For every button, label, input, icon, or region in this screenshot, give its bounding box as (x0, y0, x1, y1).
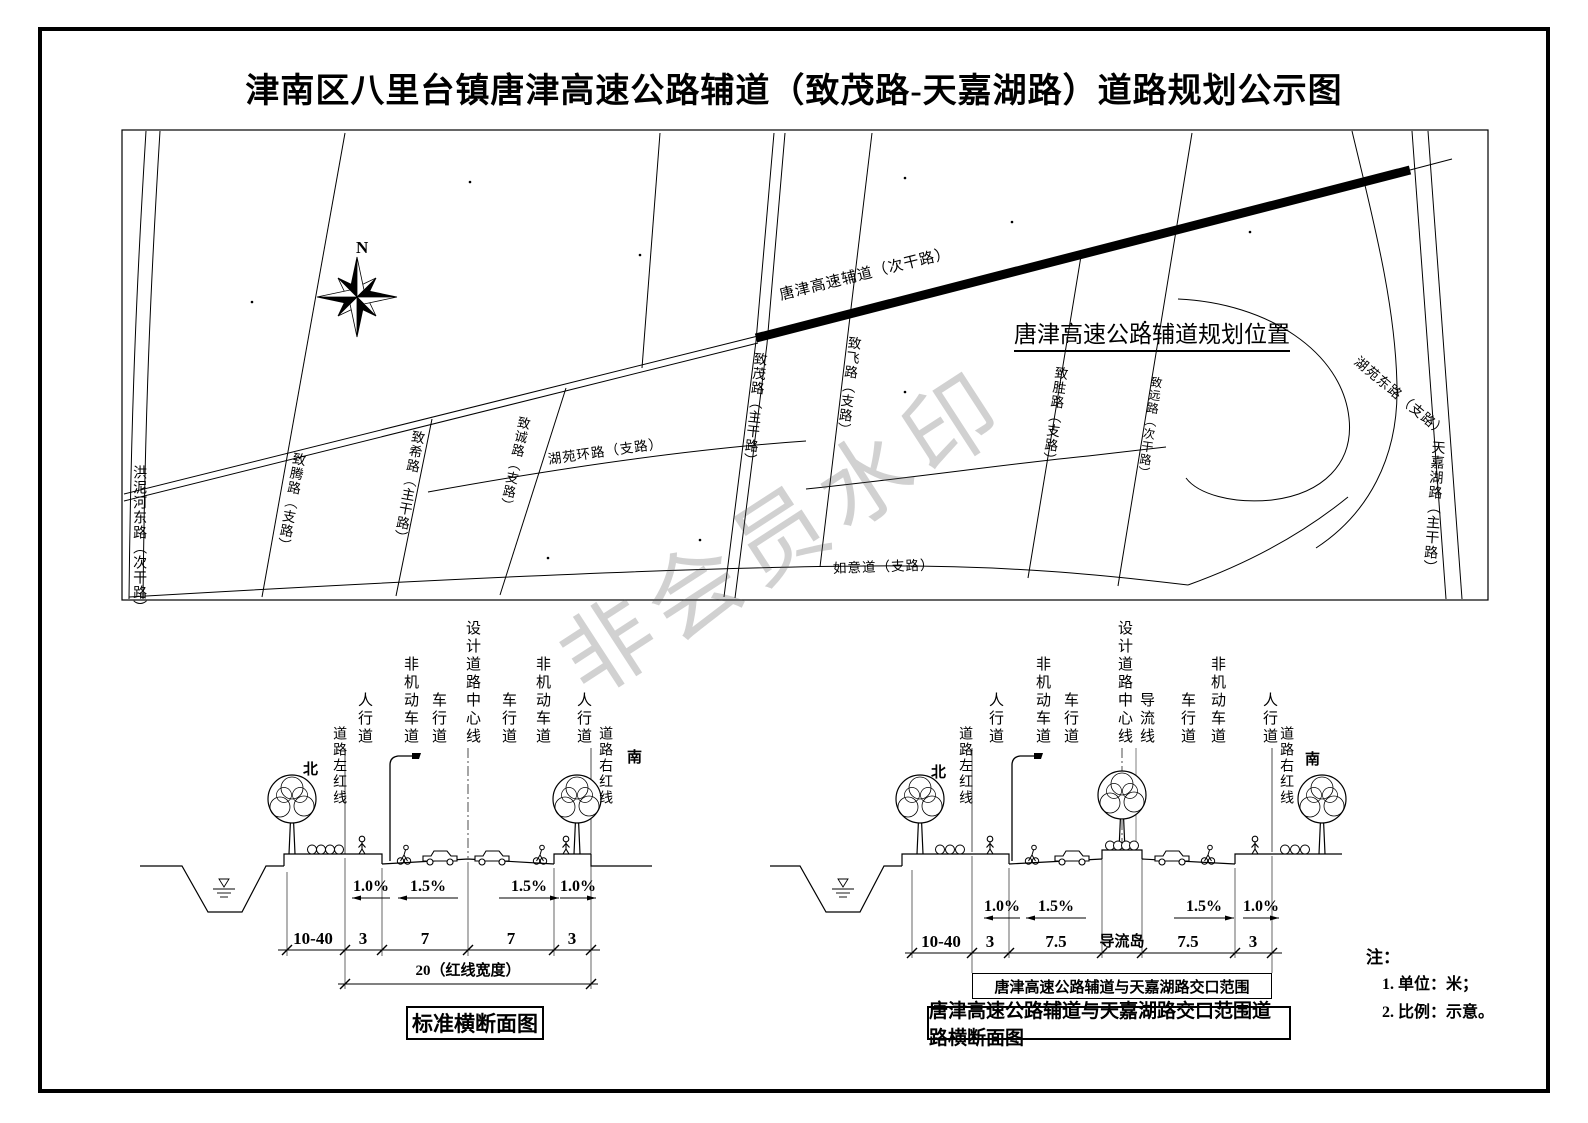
slope-value: 1.5% (410, 878, 446, 895)
dim-value: 10-40 (293, 929, 333, 948)
dim-value: 10-40 (921, 932, 961, 951)
planned-road-highlight (754, 165, 1412, 343)
red-line-right-label: 道路右红线 (597, 726, 613, 806)
lane-label-sidewalk-left: 人行道 (356, 692, 372, 746)
pedestrian-icon (357, 835, 367, 855)
compass-north-label: N (356, 238, 369, 257)
lane-label-carriage-right: 车行道 (500, 692, 516, 746)
dimension-line (278, 944, 600, 990)
slope-value: 1.5% (511, 878, 547, 895)
water-level-icon (212, 878, 236, 898)
cyclist-icon (1024, 844, 1040, 865)
pedestrian-icon (1250, 835, 1260, 855)
tree-icon (895, 774, 945, 855)
map-speckles (250, 176, 1252, 560)
south-label: 南 (1305, 752, 1321, 768)
south-label: 南 (627, 750, 643, 766)
intersection-section-caption: 唐津高速公路辅道与天嘉湖路交口范围道路横断面图 (927, 1001, 1291, 1049)
pedestrian-icon (985, 835, 995, 855)
planned-position-annotation: 唐津高速公路辅道规划位置 (1014, 322, 1290, 353)
water-level-icon (831, 878, 855, 898)
dimension-line (905, 947, 1282, 959)
slope-value: 1.0% (560, 878, 596, 895)
lane-label-carriage-left: 车行道 (430, 692, 446, 746)
intersection-range-label: 唐津高速公路辅道与天嘉湖路交口范围 (972, 973, 1272, 999)
dim-value: 3 (358, 929, 368, 948)
intersection-section-drawing (770, 748, 1347, 973)
sheet-border (38, 27, 1550, 1093)
intersection-lane-labels: 人行道 非机动车道 车行道 设计道路中心线 导流线 车行道 非机动车道 人行道 (968, 598, 1288, 746)
car-icon (1154, 850, 1190, 866)
tree-icon (552, 774, 602, 855)
dim-value: 3 (567, 929, 577, 948)
page-title: 津南区八里台镇唐津高速公路辅道（致茂路-天嘉湖路）道路规划公示图 (245, 73, 1343, 110)
slope-value: 1.5% (1186, 898, 1222, 915)
lane-label-sidewalk-right: 人行道 (575, 692, 591, 746)
red-line-left-label: 道路左红线 (331, 726, 347, 806)
cyclist-icon (532, 844, 548, 865)
dim-value: 3 (985, 932, 995, 951)
dim-value: 7.5 (1177, 932, 1199, 951)
slope-value: 1.0% (353, 878, 389, 895)
red-line-left-label: 道路左红线 (957, 726, 973, 806)
car-icon (474, 850, 510, 866)
lane-label-bike-left: 非机动车道 (402, 656, 418, 746)
lane-label-center-line: 设计道路中心线 (1116, 620, 1132, 746)
cyclist-icon (396, 844, 412, 865)
lane-label-bike-right: 非机动车道 (534, 656, 550, 746)
dim-value: 7 (506, 929, 516, 948)
compass-rose-icon (316, 256, 398, 338)
island-label: 导流岛 (1099, 934, 1145, 950)
lane-label-carriage-right: 车行道 (1179, 692, 1195, 746)
cyclist-icon (1200, 844, 1216, 865)
slope-value: 1.5% (1038, 898, 1074, 915)
lane-label-sidewalk-right: 人行道 (1261, 692, 1277, 746)
note-item: 2. 比例：示意。 (1382, 1004, 1495, 1021)
dim-value: 7 (420, 929, 430, 948)
street-lamp-icon (1011, 752, 1044, 862)
notes-heading: 注： (1366, 948, 1400, 967)
car-icon (422, 850, 458, 866)
lane-label-sidewalk-left: 人行道 (987, 692, 1003, 746)
dim-value: 7.5 (1045, 932, 1067, 951)
map-frame (121, 129, 1489, 601)
north-label: 北 (303, 762, 319, 778)
map-area (121, 129, 1489, 601)
slope-value: 1.0% (1243, 898, 1279, 915)
standard-lane-labels: 人行道 非机动车道 车行道 设计道路中心线 车行道 非机动车道 人行道 (330, 598, 610, 746)
note-item: 1. 单位：米； (1382, 976, 1479, 993)
north-label: 北 (931, 765, 947, 781)
standard-section-drawing (140, 748, 652, 990)
dim-value: 3 (1248, 932, 1258, 951)
lane-label-bike-left: 非机动车道 (1034, 656, 1050, 746)
slope-arrows (352, 895, 596, 901)
total-width-label: 20（红线宽度） (415, 963, 521, 979)
car-icon (1054, 850, 1090, 866)
slope-value: 1.0% (984, 898, 1020, 915)
tree-icon (1297, 774, 1347, 855)
tree-icon (267, 774, 317, 855)
red-line-right-label: 道路右红线 (1278, 726, 1294, 806)
lane-label-bike-right: 非机动车道 (1209, 656, 1225, 746)
pedestrian-icon (561, 835, 571, 855)
lane-label-carriage-left: 车行道 (1062, 692, 1078, 746)
lane-label-center-line: 设计道路中心线 (464, 620, 480, 746)
lane-label-channel-line: 导流线 (1138, 692, 1154, 746)
road-label-hongnihe-east: 洪泥河东路（次干路） (131, 465, 147, 615)
standard-section-caption: 标准横断面图 (406, 1006, 544, 1040)
